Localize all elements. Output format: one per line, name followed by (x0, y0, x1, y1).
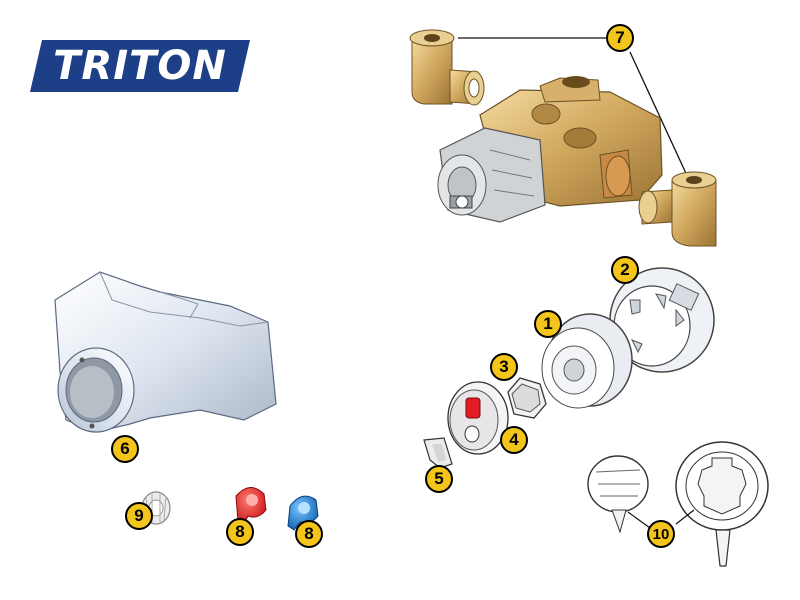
callout-badge-icon (425, 465, 453, 493)
callout-9: 9 (124, 501, 154, 531)
callout-7: 7 (605, 23, 635, 53)
elbow-connector-icon (409, 29, 485, 106)
lever-tip-icon (423, 437, 453, 469)
callout-6: 6 (110, 434, 140, 464)
shroud-icon (54, 271, 277, 433)
retaining-ring-icon (609, 267, 715, 373)
flow-lever-icon (447, 381, 509, 455)
callout-badge-icon (534, 310, 562, 338)
callout-badge-icon (647, 520, 675, 548)
callout-badge-icon (226, 518, 254, 546)
removal-tool-icon (587, 441, 769, 567)
callout-4: 4 (499, 425, 529, 455)
callout-badge-icon (500, 426, 528, 454)
leader-lines-7 (458, 37, 691, 183)
callout-badge-icon (490, 353, 518, 381)
cam-icon (507, 377, 547, 419)
logo-text: TRITON (53, 43, 227, 89)
elbow-connector-icon (638, 171, 717, 247)
callout-8-blue: 8 (294, 519, 324, 549)
callout-badge-icon (125, 502, 153, 530)
control-knob-icon (541, 313, 633, 409)
callout-8-red: 8 (225, 517, 255, 547)
temperature-cap-red-icon (235, 487, 267, 525)
triton-logo: TRITON (30, 40, 250, 92)
valve-body-icon (437, 76, 663, 223)
callout-badge-icon (606, 24, 634, 52)
callout-5: 5 (424, 464, 454, 494)
callout-badge-icon (611, 256, 639, 284)
callout-2: 2 (610, 255, 640, 285)
callout-badge-icon (111, 435, 139, 463)
callout-10: 10 (646, 519, 676, 549)
leader-lines-10 (627, 509, 695, 529)
callout-1: 1 (533, 309, 563, 339)
logo-badge-shape (30, 40, 250, 92)
callout-3: 3 (489, 352, 519, 382)
callout-badge-icon (295, 520, 323, 548)
